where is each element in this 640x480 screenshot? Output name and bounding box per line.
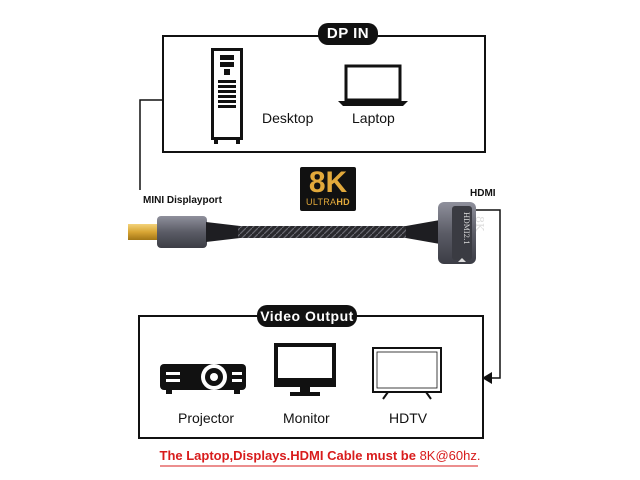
laptop-label: Laptop bbox=[352, 110, 395, 126]
mini-displayport-label: MINI Displayport bbox=[143, 195, 222, 206]
hdtv-label: HDTV bbox=[389, 410, 428, 426]
right-connector-line bbox=[470, 209, 501, 379]
video-output-title: Video Output bbox=[257, 305, 357, 327]
projector-label: Projector bbox=[178, 410, 235, 426]
badge-8k-text: 8K bbox=[308, 166, 348, 199]
badge-ultrahd-text: ULTRAHD bbox=[300, 197, 356, 208]
8k-ultrahd-badge: 8K ULTRAHD bbox=[300, 167, 356, 211]
badge-hd: HD bbox=[336, 197, 350, 207]
port-8k-text: 8K bbox=[473, 216, 486, 232]
hdmi-label: HDMI bbox=[470, 188, 496, 199]
badge-ultra: ULTRA bbox=[306, 197, 337, 207]
desktop-label: Desktop bbox=[262, 110, 314, 126]
left-connector-line bbox=[139, 99, 162, 190]
port-hdmi-text: HDMI2.1 bbox=[462, 212, 470, 245]
footer-note-value: 8K@60hz. bbox=[419, 448, 481, 463]
footer-note: The Laptop,Displays.HDMI Cable must be 8… bbox=[0, 448, 640, 463]
monitor-label: Monitor bbox=[283, 410, 330, 426]
arrow-into-output-icon bbox=[482, 372, 492, 384]
footer-note-text: The Laptop,Displays.HDMI Cable must be bbox=[159, 448, 420, 463]
dp-in-box bbox=[162, 35, 486, 153]
dp-in-title: DP IN bbox=[318, 23, 378, 45]
